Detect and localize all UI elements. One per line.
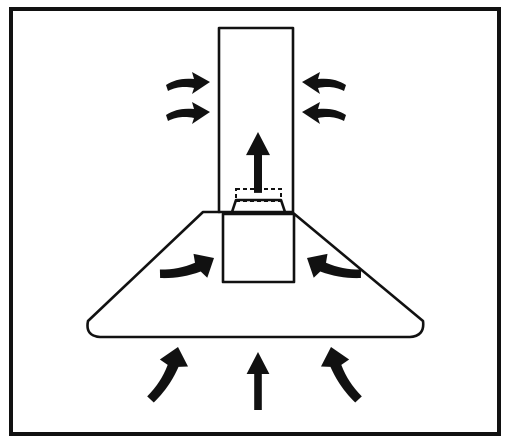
side-arrow-upper-left-icon — [166, 72, 210, 94]
intake-arrow-center-icon — [246, 352, 270, 410]
motor-housing — [221, 212, 296, 284]
exhaust-arrow-up — [246, 132, 270, 193]
inner-arrow-left-icon — [156, 244, 221, 298]
side-arrow-upper-right-icon — [302, 72, 346, 94]
side-arrow-lower-right-icon — [302, 102, 346, 124]
hood-canopy — [86, 210, 425, 339]
intake-arrow-left-icon — [146, 342, 193, 409]
inner-arrow-right-icon — [300, 244, 365, 298]
chimney-duct — [217, 26, 295, 214]
side-arrow-lower-left-icon — [166, 102, 210, 124]
outer-frame — [9, 7, 501, 436]
intake-arrow-right-icon — [316, 342, 363, 409]
outlet-collar — [230, 198, 287, 214]
